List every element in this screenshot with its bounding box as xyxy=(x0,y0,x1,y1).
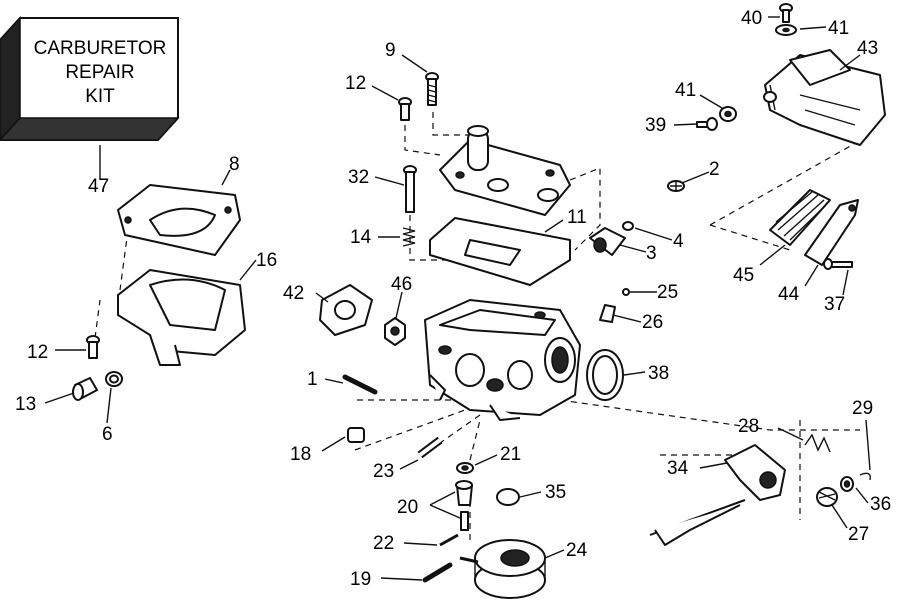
part-24-float xyxy=(459,539,546,599)
part-8-gasket xyxy=(117,184,241,256)
callout-28: 28 xyxy=(738,416,759,437)
callout-38: 38 xyxy=(648,363,669,384)
part-42-gasket xyxy=(319,284,373,336)
callout-41: 41 xyxy=(675,80,696,101)
part-45-screen xyxy=(769,189,831,246)
part-19-pin xyxy=(422,562,453,583)
part-25-screw xyxy=(622,288,630,296)
part-41-washer-top xyxy=(775,24,797,36)
callout-24: 24 xyxy=(566,540,588,561)
part-9-screw xyxy=(425,72,439,106)
part-16-float-bowl xyxy=(117,269,246,366)
part-3-nozzle xyxy=(589,227,626,256)
part-20-needle-seat xyxy=(455,480,473,531)
part-22-pin xyxy=(439,533,459,547)
part-1-pin xyxy=(342,374,378,395)
callout-29: 29 xyxy=(852,398,873,419)
part-13-plug xyxy=(72,377,98,401)
callout-1: 1 xyxy=(307,369,318,390)
callout-11: 11 xyxy=(567,207,587,228)
repair-kit-box: CARBURETOR REPAIR KIT xyxy=(0,16,180,142)
callout-4: 4 xyxy=(673,231,684,252)
callout-8: 8 xyxy=(229,154,240,175)
callout-40: 40 xyxy=(741,8,762,29)
callout-46: 46 xyxy=(391,274,412,295)
part-4-o-ring xyxy=(622,221,634,231)
callout-42: 42 xyxy=(283,283,304,304)
callout-22: 22 xyxy=(373,533,394,554)
callout-6: 6 xyxy=(102,424,113,445)
kit-label-line3: KIT xyxy=(85,86,115,107)
carburetor-body xyxy=(424,299,581,421)
part-35-plug xyxy=(496,488,520,506)
part-11-gasket xyxy=(429,217,571,286)
part-44-cover xyxy=(804,199,859,266)
part-2-screen xyxy=(667,180,685,192)
callout-12-left: 12 xyxy=(27,342,48,363)
callout-16: 16 xyxy=(256,250,277,271)
part-12-screw-left xyxy=(86,335,100,359)
part-14-spring xyxy=(402,227,416,247)
part-6-washer xyxy=(105,371,123,387)
callout-27: 27 xyxy=(848,524,869,545)
callout-9: 9 xyxy=(385,40,396,61)
callout-36: 36 xyxy=(870,494,891,515)
callout-23: 23 xyxy=(373,461,394,482)
callout-12-top: 12 xyxy=(345,73,366,94)
part-39-screw xyxy=(696,117,718,131)
part-cover-top xyxy=(439,125,571,216)
part-18-plug xyxy=(347,427,365,443)
callout-14: 14 xyxy=(350,227,372,248)
callout-44: 44 xyxy=(778,284,800,305)
part-28-spring xyxy=(804,433,831,453)
callout-35: 35 xyxy=(545,482,566,503)
part-29-clip xyxy=(859,472,871,481)
part-26-clip xyxy=(599,304,616,323)
part-32-screw xyxy=(403,165,417,213)
kit-label-line1: CARBURETOR xyxy=(34,38,167,59)
part-12-screw-top xyxy=(398,97,412,121)
callout-20: 20 xyxy=(397,497,418,518)
callout-25: 25 xyxy=(657,282,678,303)
part-38-o-ring xyxy=(586,349,624,401)
part-27-spring xyxy=(816,487,838,507)
part-40-screw xyxy=(779,3,793,23)
callout-39: 39 xyxy=(645,115,666,136)
callout-32: 32 xyxy=(348,167,369,188)
callout-labels: 40 41 43 9 12 41 39 8 32 2 47 11 14 4 3 … xyxy=(15,8,891,590)
callout-45: 45 xyxy=(733,265,754,286)
part-43-intake-silencer xyxy=(763,49,886,146)
callout-34: 34 xyxy=(667,458,689,479)
callout-19: 19 xyxy=(350,569,371,590)
callout-21: 21 xyxy=(500,444,521,465)
callout-41-top: 41 xyxy=(828,18,849,39)
callout-18: 18 xyxy=(290,444,311,465)
part-36-washer xyxy=(840,476,854,492)
callout-26: 26 xyxy=(642,312,663,333)
part-37-screw xyxy=(823,258,853,270)
callout-47: 47 xyxy=(88,176,109,197)
part-41-washer xyxy=(719,106,737,122)
callout-37: 37 xyxy=(824,294,845,315)
callout-leader-lines xyxy=(44,16,871,581)
part-23-needle xyxy=(417,436,443,459)
callout-3: 3 xyxy=(646,243,657,264)
part-21-washer xyxy=(456,462,474,474)
callout-43: 43 xyxy=(857,38,878,59)
callout-2: 2 xyxy=(709,159,720,180)
part-46-nut xyxy=(384,317,406,346)
kit-label-line2: REPAIR xyxy=(65,62,134,83)
callout-13: 13 xyxy=(15,394,36,415)
part-34-throttle-cam xyxy=(649,444,786,546)
